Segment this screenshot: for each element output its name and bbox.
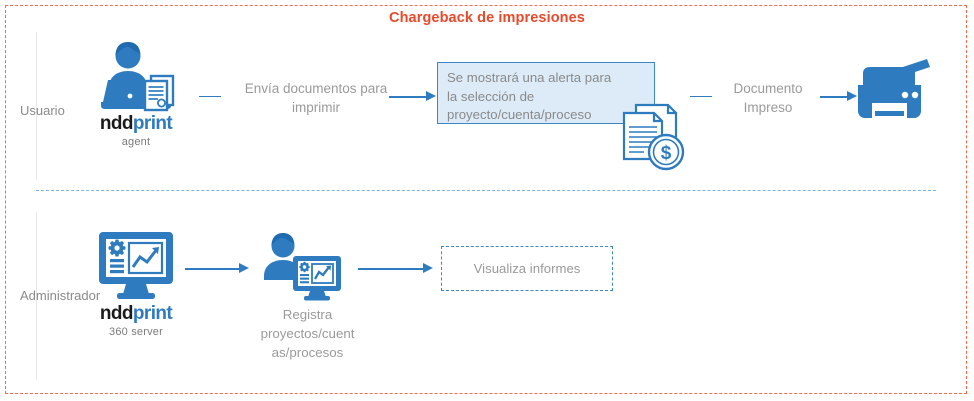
arrow-server-to-admin-line <box>185 268 240 270</box>
admin-node-caption-line2: proyectos/cuent <box>260 326 355 341</box>
lane-label-usuario-text: Usuario <box>20 102 65 118</box>
admin-with-monitor-icon <box>255 232 345 302</box>
logo-print-text: print <box>132 113 173 134</box>
nddprint-360-logo-subtitle: 360 server <box>109 326 163 338</box>
arrow-admin-to-reports-head <box>423 263 433 273</box>
nddprint-agent-logo-subtitle: agent <box>121 136 151 148</box>
arrow-server-to-admin-head <box>239 263 249 273</box>
lane-label-usuario: Usuario <box>20 55 65 165</box>
lane-separator <box>36 190 936 191</box>
logo-ndd-text: ndd <box>99 113 134 134</box>
lane-label-administrador: Administrador <box>20 225 100 365</box>
admin-node-caption: Registra proyectos/cuent as/procesos <box>235 305 380 362</box>
reports-box-label: Visualiza informes <box>473 261 581 276</box>
user-with-laptop-icon <box>95 40 177 112</box>
arrow-admin-to-reports-line <box>358 268 424 270</box>
connector-caption-send-documents-line1: Envía documentos para <box>244 81 388 96</box>
arrow-agent-to-alert-head <box>426 91 436 101</box>
lane-divider-rule-user <box>36 32 37 180</box>
alert-message-line2: la selección de <box>447 88 535 104</box>
connector-stub-agent <box>199 96 221 97</box>
connector-caption-send-documents-line2: imprimir <box>292 100 340 115</box>
arrow-to-printer-head <box>847 91 857 101</box>
nddprint-agent-logo-wordmark: nddprint <box>86 113 186 135</box>
connector-caption-printed-document: Documento Impreso <box>706 79 830 117</box>
arrow-to-printer-line <box>820 96 848 98</box>
alert-message-line1: Se mostrará una alerta para <box>447 70 612 85</box>
logo-360-print-text: print <box>132 303 173 324</box>
reports-box: Visualiza informes <box>441 246 613 291</box>
admin-node-caption-line3: as/procesos <box>271 345 344 360</box>
printer-icon <box>855 58 933 124</box>
admin-node-caption-line1: Registra <box>282 307 333 322</box>
arrow-agent-to-alert-line <box>389 96 427 98</box>
connector-stub-alert-out <box>690 96 712 97</box>
nddprint-360-logo-wordmark: nddprint <box>86 303 186 325</box>
connector-caption-printed-document-line2: Impreso <box>743 100 793 115</box>
nddprint-agent-logo: nddprint agent <box>86 113 186 148</box>
logo-360-ndd-text: ndd <box>99 303 134 324</box>
connector-caption-send-documents: Envía documentos para imprimir <box>216 79 416 117</box>
connector-caption-printed-document-line1: Documento <box>733 81 803 96</box>
nddprint-360-logo: nddprint 360 server <box>86 303 186 338</box>
monitor-chart-gear-icon <box>95 230 177 302</box>
lane-label-administrador-text: Administrador <box>20 287 101 303</box>
alert-message-box: Se mostrará una alerta para la selección… <box>437 62 655 124</box>
documents-dollar-icon: $ <box>620 103 688 171</box>
alert-message-line3: proyecto/cuenta/proceso <box>447 107 592 122</box>
lane-divider-rule-admin <box>36 212 37 380</box>
diagram-title: Chargeback de impresiones <box>389 10 585 26</box>
svg-text:$: $ <box>661 143 672 164</box>
